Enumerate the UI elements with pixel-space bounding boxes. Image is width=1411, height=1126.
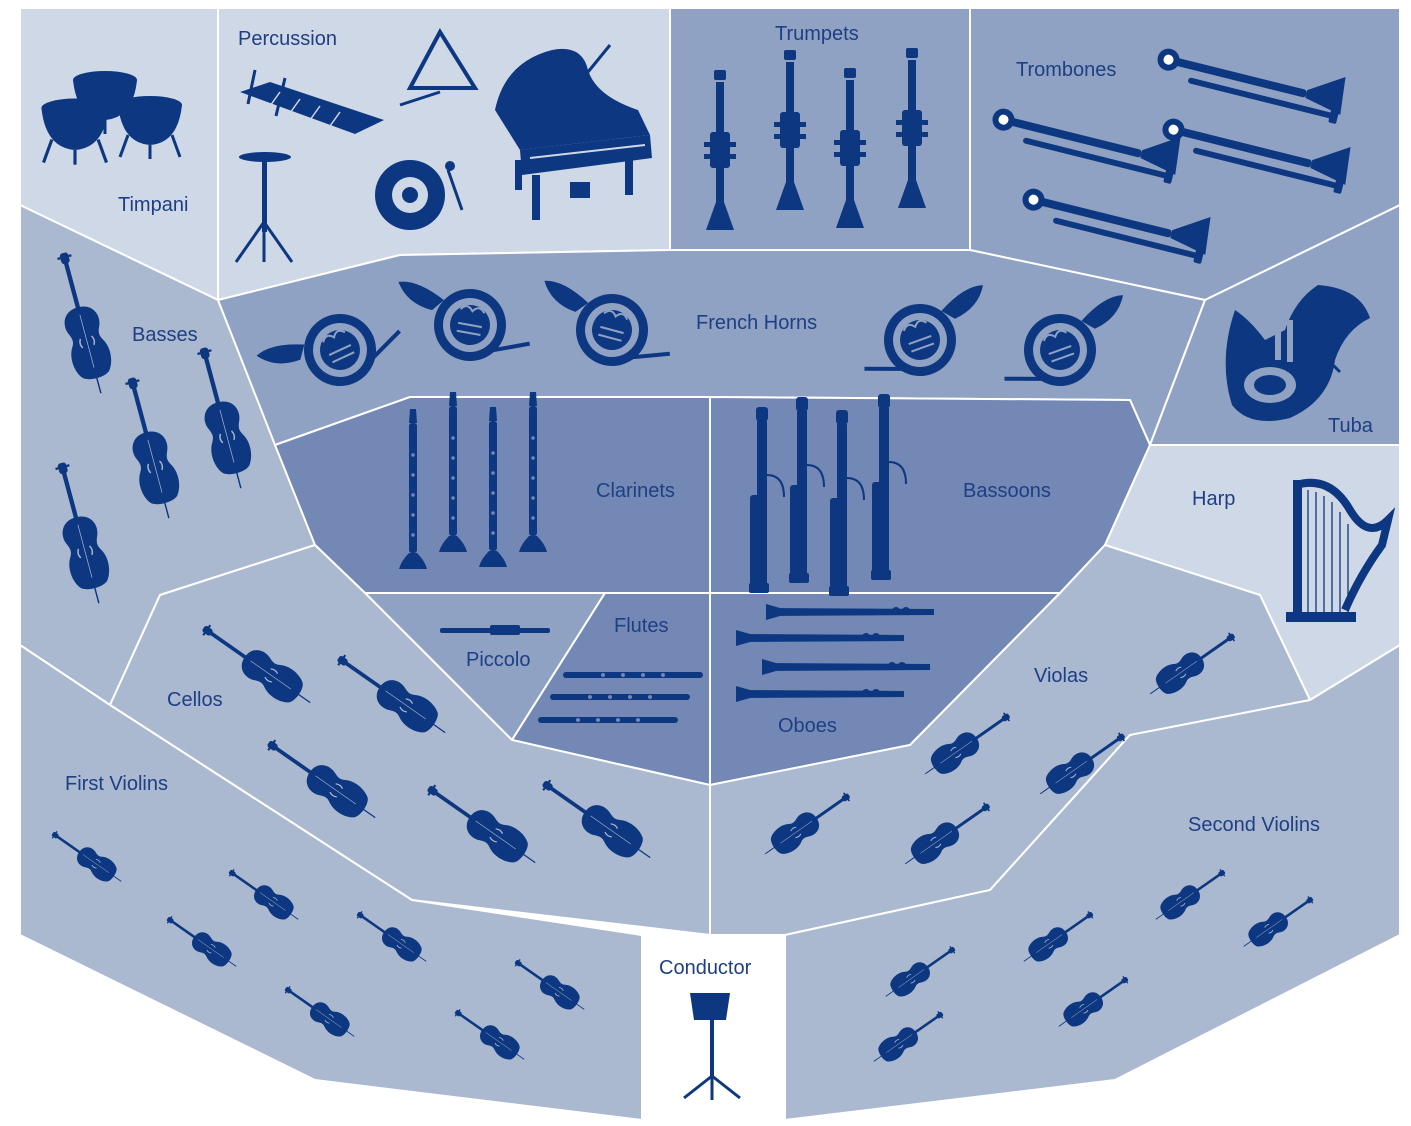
- label-oboes: Oboes: [778, 715, 837, 737]
- label-flutes: Flutes: [614, 615, 668, 637]
- piano-icon: [495, 44, 652, 220]
- xylophone-icon: [240, 69, 384, 134]
- label-first-violins: First Violins: [65, 773, 168, 795]
- label-basses: Basses: [132, 324, 198, 346]
- label-piccolo: Piccolo: [466, 649, 530, 671]
- harp-icon: [1286, 478, 1396, 622]
- label-trumpets: Trumpets: [775, 23, 859, 45]
- label-violas: Violas: [1034, 665, 1088, 687]
- label-harp: Harp: [1192, 488, 1235, 510]
- label-trombones: Trombones: [1016, 59, 1116, 81]
- section-second-violins: [784, 643, 1401, 1122]
- triangle-icon: [399, 28, 479, 107]
- label-conductor: Conductor: [659, 957, 752, 979]
- label-second-violins: Second Violins: [1188, 814, 1320, 836]
- tuba-icon: [1225, 285, 1370, 422]
- music-stand-icon: [683, 993, 741, 1100]
- label-timpani: Timpani: [118, 194, 188, 216]
- label-percussion: Percussion: [238, 28, 337, 50]
- section-bassoons: [709, 395, 1152, 594]
- label-french-horns: French Horns: [696, 312, 817, 334]
- label-bassoons: Bassoons: [963, 480, 1051, 502]
- cymbal-icon: [234, 152, 294, 263]
- gong-icon: [375, 160, 464, 230]
- label-cellos: Cellos: [167, 689, 223, 711]
- label-tuba: Tuba: [1328, 415, 1374, 437]
- label-clarinets: Clarinets: [596, 480, 675, 502]
- piccolo-icon: [440, 625, 550, 635]
